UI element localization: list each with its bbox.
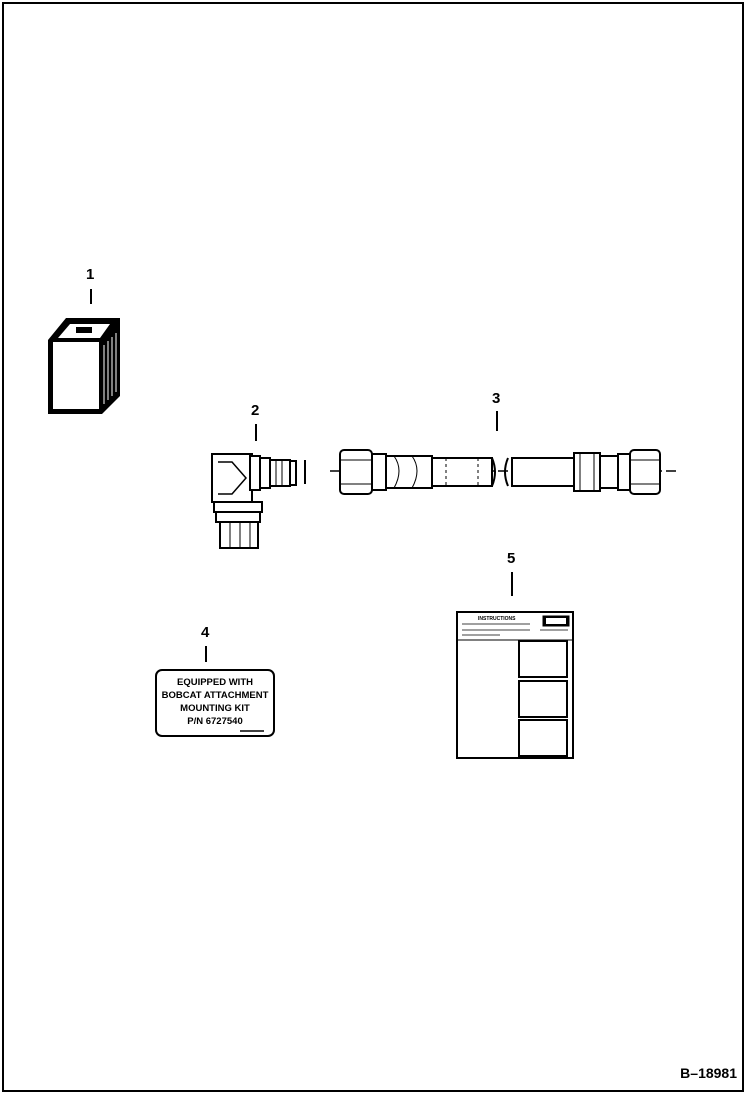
callout-4: 4: [201, 624, 210, 641]
decal-line-1: EQUIPPED WITH: [176, 677, 253, 688]
item-5-instructions-sheet: [456, 611, 574, 759]
item-4-decal: [155, 669, 275, 737]
instructions-title: INSTRUCTIONS: [478, 616, 516, 622]
decal-line-3: MOUNTING KIT: [180, 703, 250, 714]
callout-2: 2: [251, 402, 260, 419]
item-2-elbow-fitting: [211, 453, 306, 549]
item-1-box: [48, 318, 120, 414]
leader-lines: [90, 289, 513, 662]
figure-id: B–18981: [680, 1065, 737, 1081]
callout-1: 1: [86, 266, 95, 283]
decal-text: EQUIPPED WITH BOBCAT ATTACHMENT MOUNTING…: [158, 676, 272, 728]
decal-line-4: P/N 6727540: [187, 716, 243, 727]
decal-line-2: BOBCAT ATTACHMENT: [161, 690, 269, 701]
item-3-hose-assembly: [330, 449, 678, 495]
callout-5: 5: [507, 550, 516, 567]
callout-3: 3: [492, 390, 501, 407]
